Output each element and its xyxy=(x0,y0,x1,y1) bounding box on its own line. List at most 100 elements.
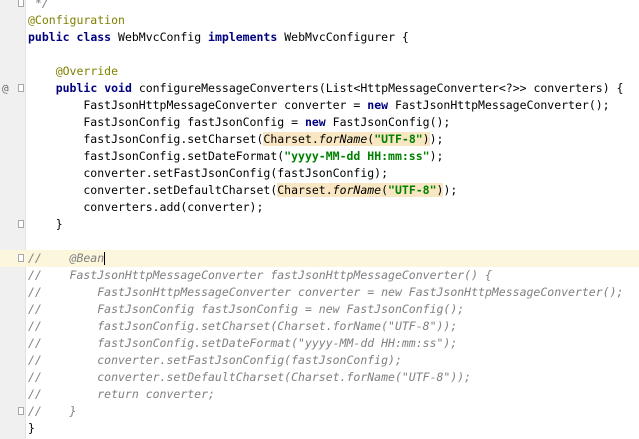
code-token: ); xyxy=(443,183,458,197)
code-token xyxy=(28,64,56,78)
code-token: WebMvcConfigurer { xyxy=(277,30,409,44)
code-token: FastJsonConfig(); xyxy=(325,115,451,129)
code-token: // converter.setFastJsonConfig(fastJsonC… xyxy=(28,353,402,367)
gutter-cell xyxy=(0,386,25,403)
code-line[interactable]: // converter.setDefaultCharset(Charset.f… xyxy=(0,369,639,386)
code-line[interactable]: fastJsonConfig.setDateFormat("yyyy-MM-dd… xyxy=(0,148,639,165)
gutter-cell xyxy=(0,114,25,131)
fold-marker-icon[interactable] xyxy=(18,407,24,415)
code-line[interactable]: // converter.setFastJsonConfig(fastJsonC… xyxy=(0,352,639,369)
code-token: WebMvcConfig xyxy=(111,30,209,44)
code-line[interactable]: // FastJsonHttpMessageConverter fastJson… xyxy=(0,267,639,284)
code-text: FastJsonHttpMessageConverter converter =… xyxy=(28,97,610,114)
code-line[interactable]: FastJsonHttpMessageConverter converter =… xyxy=(0,97,639,114)
code-text: converter.setFastJsonConfig(fastJsonConf… xyxy=(28,165,388,182)
code-token: public xyxy=(28,30,70,44)
gutter-cell xyxy=(0,12,25,29)
code-line[interactable]: FastJsonConfig fastJsonConfig = new Fast… xyxy=(0,114,639,131)
gutter-cell xyxy=(0,216,25,233)
code-text: fastJsonConfig.setCharset(Charset.forNam… xyxy=(28,131,443,148)
gutter-cell xyxy=(0,267,25,284)
code-line[interactable]: // fastJsonConfig.setDateFormat("yyyy-MM… xyxy=(0,335,639,352)
code-token: forName xyxy=(332,183,382,197)
code-text: */ xyxy=(28,0,49,12)
code-text: // fastJsonConfig.setCharset(Charset.for… xyxy=(28,318,457,335)
code-token: // @Bean xyxy=(28,251,105,265)
code-line[interactable] xyxy=(0,233,639,250)
code-token: converters.add(converter); xyxy=(28,200,264,214)
code-line[interactable]: @ public void configureMessageConverters… xyxy=(0,80,639,97)
override-method-icon[interactable]: @ xyxy=(2,82,9,95)
gutter-cell: @ xyxy=(0,80,25,97)
gutter-cell xyxy=(0,369,25,386)
gutter-cell xyxy=(0,403,25,420)
code-line[interactable]: converter.setDefaultCharset(Charset.forN… xyxy=(0,182,639,199)
gutter-cell xyxy=(0,284,25,301)
code-text: converters.add(converter); xyxy=(28,199,263,216)
code-token: Charset. xyxy=(263,132,319,146)
gutter-cell xyxy=(0,318,25,335)
fold-marker-icon[interactable] xyxy=(18,0,24,7)
editor-gutter[interactable] xyxy=(0,0,26,439)
code-text: // converter.setDefaultCharset(Charset.f… xyxy=(28,369,471,386)
code-token: // FastJsonConfig fastJsonConfig = new F… xyxy=(28,302,465,316)
code-token: ( xyxy=(381,183,389,197)
code-token: public xyxy=(55,81,98,95)
code-token: ) xyxy=(422,132,430,146)
code-token: new xyxy=(304,115,326,129)
code-line[interactable] xyxy=(0,46,639,63)
code-line[interactable]: converter.setFastJsonConfig(fastJsonConf… xyxy=(0,165,639,182)
gutter-cell xyxy=(0,131,25,148)
code-token: Charset. xyxy=(277,183,333,197)
code-token: converter.setFastJsonConfig(fastJsonConf… xyxy=(28,166,389,180)
gutter-cell xyxy=(0,301,25,318)
code-text: public class WebMvcConfig implements Web… xyxy=(28,29,409,46)
gutter-cell xyxy=(0,352,25,369)
code-token: // converter.setDefaultCharset(Charset.f… xyxy=(28,370,472,384)
code-line[interactable]: // @Bean xyxy=(0,250,639,267)
gutter-cell xyxy=(0,0,25,12)
code-token: FastJsonHttpMessageConverter converter = xyxy=(28,98,368,112)
fold-marker-icon[interactable] xyxy=(18,84,24,92)
text-caret xyxy=(104,252,106,265)
code-line[interactable]: @Override xyxy=(0,63,639,80)
code-line[interactable]: fastJsonConfig.setCharset(Charset.forNam… xyxy=(0,131,639,148)
gutter-cell xyxy=(0,233,25,250)
code-line[interactable]: */ xyxy=(0,0,639,12)
code-line[interactable]: // } xyxy=(0,403,639,420)
code-text: @Configuration xyxy=(28,12,125,29)
code-line[interactable]: } xyxy=(0,420,639,437)
code-text: fastJsonConfig.setDateFormat("yyyy-MM-dd… xyxy=(28,148,443,165)
code-line[interactable]: // FastJsonHttpMessageConverter converte… xyxy=(0,284,639,301)
code-line[interactable]: // FastJsonConfig fastJsonConfig = new F… xyxy=(0,301,639,318)
code-token: // FastJsonHttpMessageConverter fastJson… xyxy=(28,268,492,282)
gutter-cell xyxy=(0,182,25,199)
code-token: new xyxy=(367,98,389,112)
code-token: implements xyxy=(208,30,278,44)
code-token: converter.setDefaultCharset( xyxy=(28,183,278,197)
fold-marker-icon[interactable] xyxy=(18,254,24,262)
gutter-cell xyxy=(0,165,25,182)
code-line[interactable]: public class WebMvcConfig implements Web… xyxy=(0,29,639,46)
code-token: ) xyxy=(436,183,444,197)
code-text: public void configureMessageConverters(L… xyxy=(28,80,624,97)
code-token: // FastJsonHttpMessageConverter converte… xyxy=(28,285,624,299)
code-token: @Override xyxy=(55,64,119,78)
code-line[interactable]: @Configuration xyxy=(0,12,639,29)
code-token: // fastJsonConfig.setDateFormat("yyyy-MM… xyxy=(28,336,458,350)
code-text: // FastJsonConfig fastJsonConfig = new F… xyxy=(28,301,464,318)
code-line[interactable]: // return converter; xyxy=(0,386,639,403)
code-token: FastJsonHttpMessageConverter(); xyxy=(388,98,610,112)
code-line[interactable]: // fastJsonConfig.setCharset(Charset.for… xyxy=(0,318,639,335)
code-token: forName xyxy=(318,132,368,146)
code-token: // fastJsonConfig.setCharset(Charset.for… xyxy=(28,319,458,333)
code-token: void xyxy=(104,81,132,95)
code-text: // fastJsonConfig.setDateFormat("yyyy-MM… xyxy=(28,335,457,352)
code-line[interactable]: converters.add(converter); xyxy=(0,199,639,216)
gutter-cell xyxy=(0,250,25,267)
code-token: configureMessageConverters(List<HttpMess… xyxy=(131,81,624,95)
code-token: */ xyxy=(28,0,49,10)
fold-marker-icon[interactable] xyxy=(18,220,24,228)
code-line[interactable]: } xyxy=(0,216,639,233)
